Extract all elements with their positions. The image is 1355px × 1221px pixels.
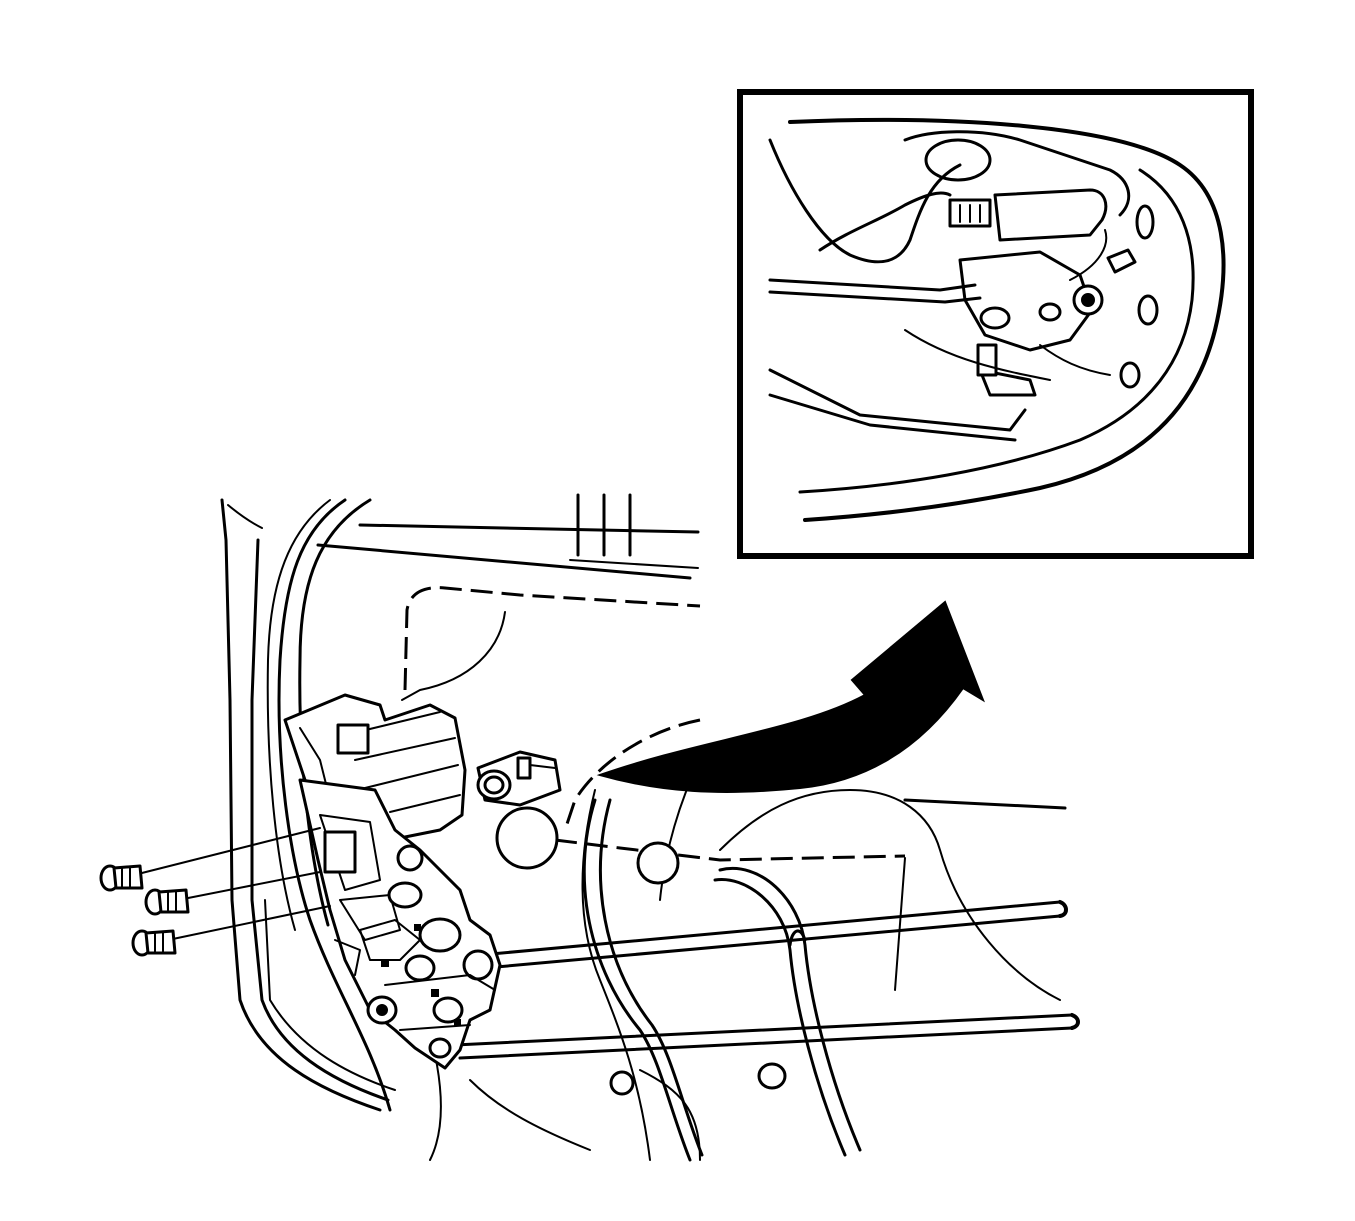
inset-rod-upper — [768, 278, 977, 292]
inset-window-channel — [903, 130, 1131, 217]
door-latch-assembly — [283, 693, 502, 1070]
access-hole-middle — [636, 841, 680, 885]
access-hole-left — [495, 806, 559, 870]
lock-cable — [582, 798, 692, 1162]
latch-rods — [453, 798, 1080, 1162]
inset-handle-recess — [924, 138, 992, 182]
outside-handle-rod — [478, 900, 1062, 957]
inset-door-edge-outer — [788, 117, 1226, 522]
dashed-cover-outline — [403, 586, 701, 691]
curved-arrow-icon — [596, 600, 985, 793]
lock-rod-hook — [718, 867, 862, 1152]
latch-screws — [99, 827, 331, 957]
inset-lock-block — [993, 188, 1108, 242]
door-shell-left-edge — [220, 498, 382, 1112]
detail-inset — [737, 89, 1254, 559]
inset-rod-lower — [768, 368, 1027, 432]
latch-electrical-connector — [476, 750, 562, 807]
inset-cable — [818, 191, 952, 252]
inset-door-edge-inner — [798, 168, 1195, 494]
screw-icon — [99, 827, 321, 892]
screw-icon — [131, 905, 331, 957]
screw-icon — [144, 871, 321, 916]
door-front-contour — [277, 498, 392, 1112]
door-panel — [220, 493, 1067, 1161]
inset-panel-curve — [768, 138, 962, 264]
inside-handle-rod — [453, 1013, 1074, 1047]
